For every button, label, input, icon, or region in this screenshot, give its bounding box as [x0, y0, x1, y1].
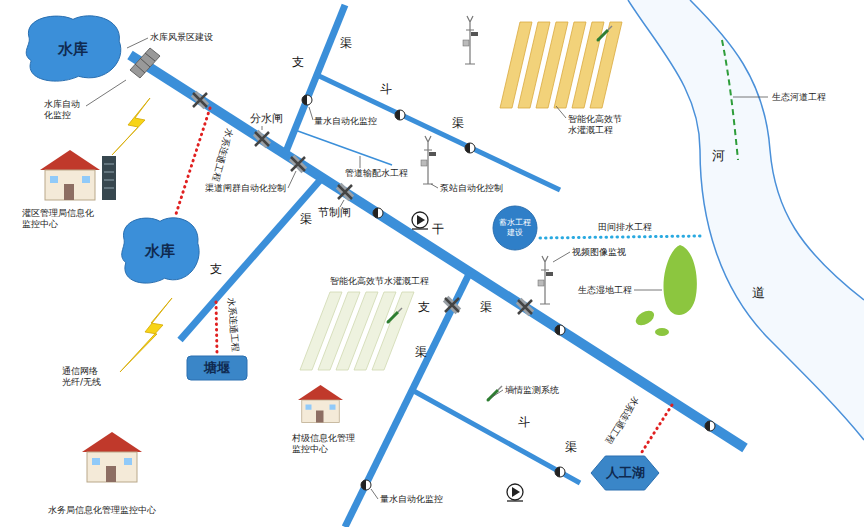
reservoir: 水库	[115, 212, 205, 290]
reservoir: 水库	[18, 10, 128, 88]
channel-name: 斗	[380, 82, 392, 96]
annotation-label: 水库自动化监控	[44, 99, 84, 121]
channel-name: 支	[210, 262, 222, 276]
annotation-label: 视频图像监视	[572, 247, 626, 258]
river	[628, 0, 864, 440]
sluice-gate	[191, 91, 534, 316]
channel-name: 支	[418, 300, 430, 314]
annotation-label: 分水闸	[250, 112, 283, 125]
channel-name: 斗	[518, 415, 530, 429]
annotation-label: 渠道闸群自动化控制	[205, 183, 286, 194]
annotation-label: 量水自动化监控	[314, 116, 377, 127]
annotation-label: 墒情监测系统	[505, 385, 559, 396]
annotation-label: 通信网络 光纤/无线	[62, 366, 108, 388]
channel-name: 渠	[452, 116, 464, 130]
wetland	[633, 245, 697, 336]
node-text: 水库	[145, 242, 175, 260]
channel-name: 渠	[480, 300, 492, 314]
annotation-label: 水库风景区建设	[150, 32, 213, 43]
soil-sensor	[387, 26, 613, 402]
annotation-label: 生态湿地工程	[578, 285, 632, 296]
annotation-label: 智能化高效节水灌溉工程	[330, 276, 429, 287]
node-outline	[122, 218, 199, 283]
reservoir-grate	[130, 48, 160, 78]
artificial-lake: 人工湖	[590, 455, 660, 491]
annotation-label: 泵站自动化控制	[440, 183, 503, 194]
annotation-label: 水务局信息化管理监控中心	[48, 505, 156, 516]
node-text: 水库	[58, 40, 88, 58]
leader-line	[86, 38, 768, 499]
channel-name: 河	[712, 148, 725, 164]
channel-name: 渠	[415, 345, 427, 359]
annotation-label: 村级信息化管理监控中心	[292, 433, 356, 455]
annotation-label: 量水自动化监控	[380, 494, 443, 505]
irrigated-field	[300, 292, 414, 370]
annotation-label: 节制闸	[318, 206, 351, 219]
node-outline	[493, 206, 537, 250]
irrigated-field	[500, 22, 622, 108]
channel-name: 渠	[565, 440, 577, 454]
channel-name: 渠	[300, 212, 312, 226]
flow-gauge	[302, 95, 715, 490]
node-text: 塘堰	[204, 360, 230, 376]
water-link	[176, 108, 700, 455]
node-outline	[187, 356, 247, 380]
storage-pond: 蓄水工程建设	[492, 205, 538, 251]
node-text: 人工湖	[606, 465, 645, 481]
node-outline	[26, 16, 121, 81]
channel-name: 道	[752, 285, 765, 301]
channel-name: 渠	[340, 36, 352, 50]
annotation-label: 生态河道工程	[772, 92, 826, 103]
building	[40, 150, 343, 482]
node-outline	[591, 456, 659, 490]
node-text: 蓄水工程建设	[497, 218, 533, 237]
pump-station	[412, 212, 523, 501]
channel-name: 支	[292, 55, 304, 69]
channel-name: 干	[432, 222, 444, 236]
annotation-label: 灌区管理局信息化监控中心	[22, 208, 96, 230]
canal	[130, 5, 745, 527]
pond-weir: 塘堰	[186, 355, 248, 381]
annotation-label: 管道输配水工程	[345, 168, 408, 179]
monitor-tower	[421, 16, 553, 304]
annotation-label: 田间排水工程	[598, 222, 652, 233]
annotation-label: 智能化高效节水灌溉工程	[568, 114, 624, 136]
